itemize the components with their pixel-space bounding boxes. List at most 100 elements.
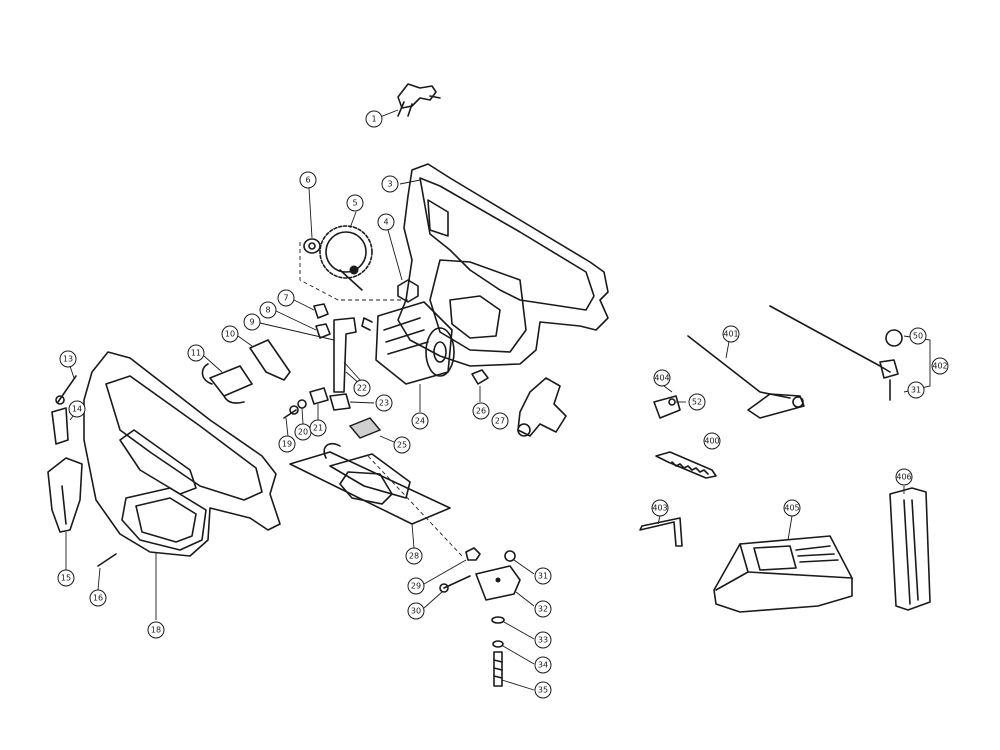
part-24-motor (361, 301, 455, 412)
callout-20: 20 (294, 423, 312, 441)
svg-text:27: 27 (495, 417, 505, 426)
part-402-guide (769, 305, 931, 401)
svg-text:5: 5 (352, 199, 357, 208)
callout-31: 31 (534, 567, 552, 585)
svg-text:16: 16 (93, 594, 103, 603)
svg-text:50: 50 (913, 332, 923, 341)
svg-text:31: 31 (538, 572, 548, 581)
svg-text:7: 7 (283, 294, 288, 303)
part-1-clip (379, 83, 441, 118)
part-34-washer (492, 640, 535, 665)
callout-28: 28 (405, 547, 423, 565)
svg-text:4: 4 (383, 218, 388, 227)
part-401-blade-holder (687, 335, 805, 419)
svg-text:22: 22 (357, 384, 367, 393)
callout-30: 30 (407, 602, 425, 620)
svg-text:30: 30 (411, 607, 421, 616)
part-406-battery (889, 486, 931, 611)
part-15-guard (47, 457, 83, 570)
part-32-clamp (475, 565, 535, 607)
svg-text:19: 19 (282, 440, 292, 449)
part-403-hex-key (639, 515, 683, 547)
part-23-clip (329, 393, 375, 411)
svg-text:403: 403 (652, 504, 667, 513)
svg-text:14: 14 (72, 405, 82, 414)
part-404-block (653, 395, 686, 419)
callout-403: 403 (651, 499, 669, 517)
part-20-washer (297, 399, 307, 425)
part-6-bushing (299, 187, 410, 301)
svg-text:3: 3 (387, 180, 392, 189)
svg-text:405: 405 (784, 504, 799, 513)
part-5-gear (319, 211, 373, 291)
part-21-bracket (309, 387, 329, 420)
callout-401: 401 (722, 325, 740, 343)
svg-text:33: 33 (538, 636, 548, 645)
callout-52: 52 (688, 393, 706, 411)
callout-405: 405 (783, 499, 801, 517)
part-18-housing (83, 351, 281, 620)
svg-text:26: 26 (476, 407, 486, 416)
callout-7: 7 (277, 289, 295, 307)
callout-14: 14 (68, 400, 86, 418)
part-3-housing (397, 163, 609, 367)
part-28-base-plate (289, 442, 463, 557)
svg-text:15: 15 (61, 574, 71, 583)
part-10-trigger (237, 335, 291, 381)
svg-text:11: 11 (191, 349, 201, 358)
part-27-knob (517, 377, 567, 437)
svg-text:10: 10 (225, 330, 235, 339)
callout-16: 16 (89, 589, 107, 607)
svg-text:21: 21 (313, 424, 323, 433)
part-30-bolt (423, 575, 471, 609)
svg-text:52: 52 (692, 398, 702, 407)
part-50-round-cap (885, 329, 903, 347)
callout-33: 33 (534, 631, 552, 649)
svg-text:18: 18 (151, 626, 161, 635)
svg-text:6: 6 (305, 176, 310, 185)
callout-400: 400 (703, 432, 721, 450)
part-26-nut (471, 369, 489, 402)
callout-6: 6 (299, 171, 317, 189)
part-400-blade (655, 451, 717, 479)
callout-15: 15 (57, 569, 75, 587)
part-9-link (259, 317, 361, 393)
part-29-nut (423, 547, 481, 585)
part-7-block (293, 299, 329, 319)
part-405-charger (713, 515, 853, 613)
svg-text:31: 31 (911, 386, 921, 395)
svg-text:25: 25 (397, 441, 407, 450)
svg-text:24: 24 (415, 417, 425, 426)
callout-21: 21 (309, 419, 327, 437)
svg-text:28: 28 (409, 552, 419, 561)
part-16-screw (97, 553, 117, 591)
callout-13: 13 (59, 350, 77, 368)
svg-text:1: 1 (371, 115, 376, 124)
svg-text:9: 9 (249, 318, 254, 327)
part-19-screw (283, 405, 299, 437)
callout-26: 26 (472, 402, 490, 420)
callout-34: 34 (534, 656, 552, 674)
svg-text:400: 400 (704, 437, 719, 446)
callout-10: 10 (221, 325, 239, 343)
callout-1: 1 (365, 110, 383, 128)
callout-29: 29 (407, 577, 425, 595)
callout-406: 406 (895, 468, 913, 486)
callout-32: 32 (534, 600, 552, 618)
callout-19: 19 (278, 435, 296, 453)
svg-text:8: 8 (265, 306, 270, 315)
svg-text:13: 13 (63, 355, 73, 364)
svg-text:20: 20 (298, 428, 308, 437)
part-25-pad (348, 417, 395, 443)
callout-3: 3 (381, 175, 399, 193)
callout-8: 8 (259, 301, 277, 319)
callout-404: 404 (653, 369, 671, 387)
callout-18: 18 (147, 621, 165, 639)
callout-24: 24 (411, 412, 429, 430)
callout-4: 4 (377, 213, 395, 231)
part-11-switch (201, 355, 253, 404)
part-13-screw (55, 365, 77, 405)
callout-35: 35 (534, 681, 552, 699)
part-8-block (275, 310, 331, 339)
